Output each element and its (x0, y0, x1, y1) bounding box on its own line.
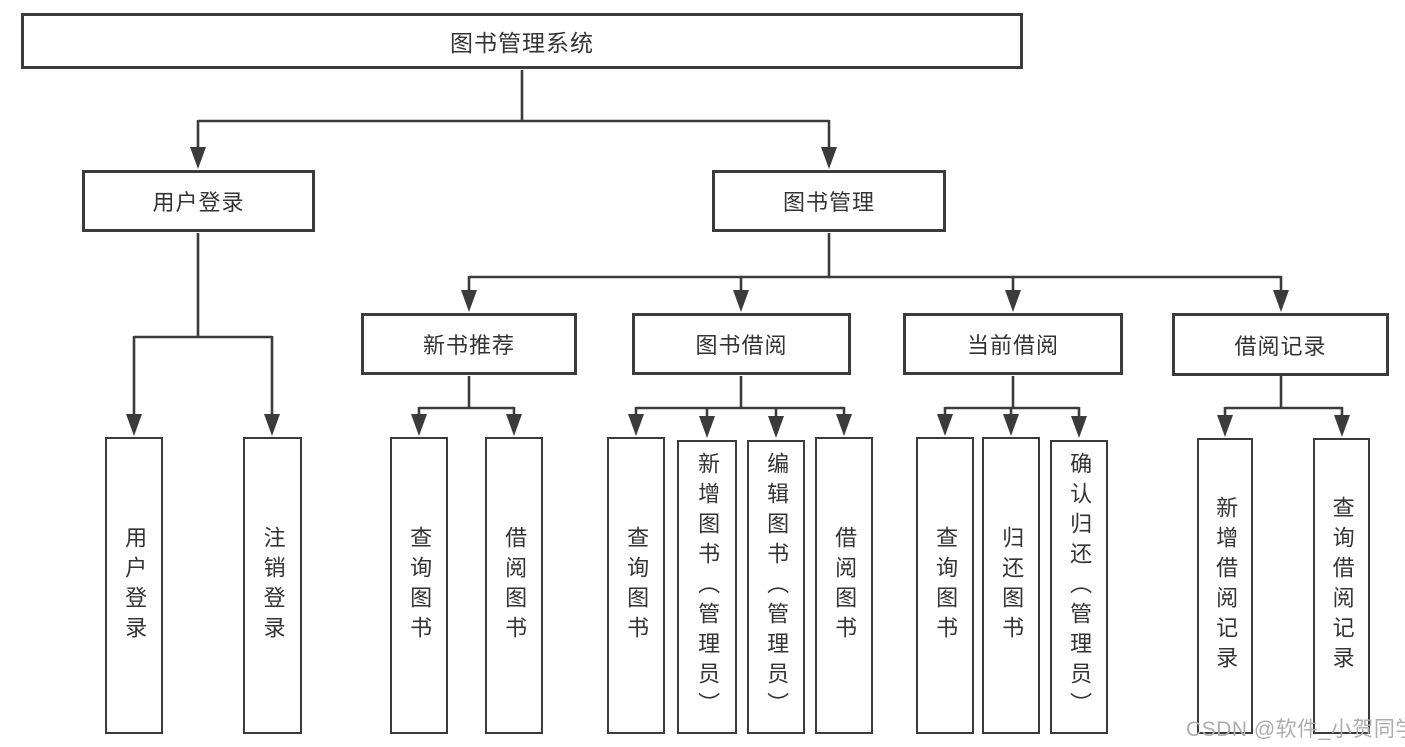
leaf-return-book: 归还图书 (982, 437, 1040, 734)
connector-new-book-recommend-to-leaves (411, 376, 522, 436)
node-label: 用户登录 (152, 190, 245, 215)
node-library-management-system: 图书管理系统 (21, 13, 1023, 69)
node-label: 用户登录 (122, 525, 148, 646)
node-label: 归还图书 (999, 525, 1025, 646)
node-label: 借阅图书 (832, 525, 858, 646)
node-book-management: 图书管理 (712, 170, 946, 232)
watermark: CSDN @软件_小贺同学 (1186, 718, 1405, 741)
node-label: 借阅图书 (502, 525, 528, 646)
connector-root-to-level2 (190, 70, 837, 169)
leaf-borrow-books-recommend: 借阅图书 (485, 437, 543, 734)
node-label: 新增图书（管理员） (695, 452, 721, 722)
node-new-book-recommend: 新书推荐 (361, 313, 577, 375)
connector-user-login-to-leaves (126, 233, 280, 436)
leaf-logout: 注销登录 (243, 437, 302, 734)
leaf-add-book-admin: 新增图书（管理员） (677, 440, 737, 734)
leaf-query-books-recommend: 查询图书 (390, 437, 448, 734)
node-label: 查询图书 (624, 525, 650, 646)
node-label: 查询借阅记录 (1329, 496, 1355, 676)
node-user-login: 用户登录 (82, 170, 315, 232)
node-label: 当前借阅 (966, 333, 1059, 358)
node-label: 查询图书 (407, 525, 433, 646)
leaf-user-login: 用户登录 (105, 437, 163, 734)
connector-book-management-to-level3 (461, 233, 1289, 312)
node-label: 新书推荐 (422, 333, 515, 358)
node-borrow-records: 借阅记录 (1172, 313, 1389, 376)
node-label: 查询图书 (933, 525, 959, 646)
connector-borrow-records-to-leaves (1217, 376, 1350, 437)
node-book-borrow: 图书借阅 (632, 313, 851, 375)
node-label: 借阅记录 (1234, 333, 1327, 359)
node-label: 确认归还（管理员） (1067, 452, 1093, 722)
node-label: 图书借阅 (695, 333, 788, 358)
connector-book-borrow-to-leaves (628, 376, 852, 438)
connector-current-borrow-to-leaves (937, 376, 1087, 438)
node-label: 图书管理系统 (450, 30, 594, 56)
leaf-edit-book-admin: 编辑图书（管理员） (747, 440, 805, 734)
leaf-add-borrow-record: 新增借阅记录 (1197, 438, 1253, 734)
leaf-borrow-books: 借阅图书 (815, 437, 873, 734)
leaf-query-books-current: 查询图书 (916, 437, 974, 734)
node-current-borrow: 当前借阅 (903, 313, 1123, 375)
node-label: 新增借阅记录 (1213, 496, 1239, 676)
node-label: 图书管理 (782, 190, 875, 215)
node-label: 注销登录 (260, 525, 286, 646)
leaf-query-books-borrow: 查询图书 (607, 437, 665, 734)
node-label: 编辑图书（管理员） (764, 452, 790, 722)
leaf-confirm-return-admin: 确认归还（管理员） (1050, 440, 1108, 734)
leaf-query-borrow-record: 查询借阅记录 (1313, 438, 1370, 734)
